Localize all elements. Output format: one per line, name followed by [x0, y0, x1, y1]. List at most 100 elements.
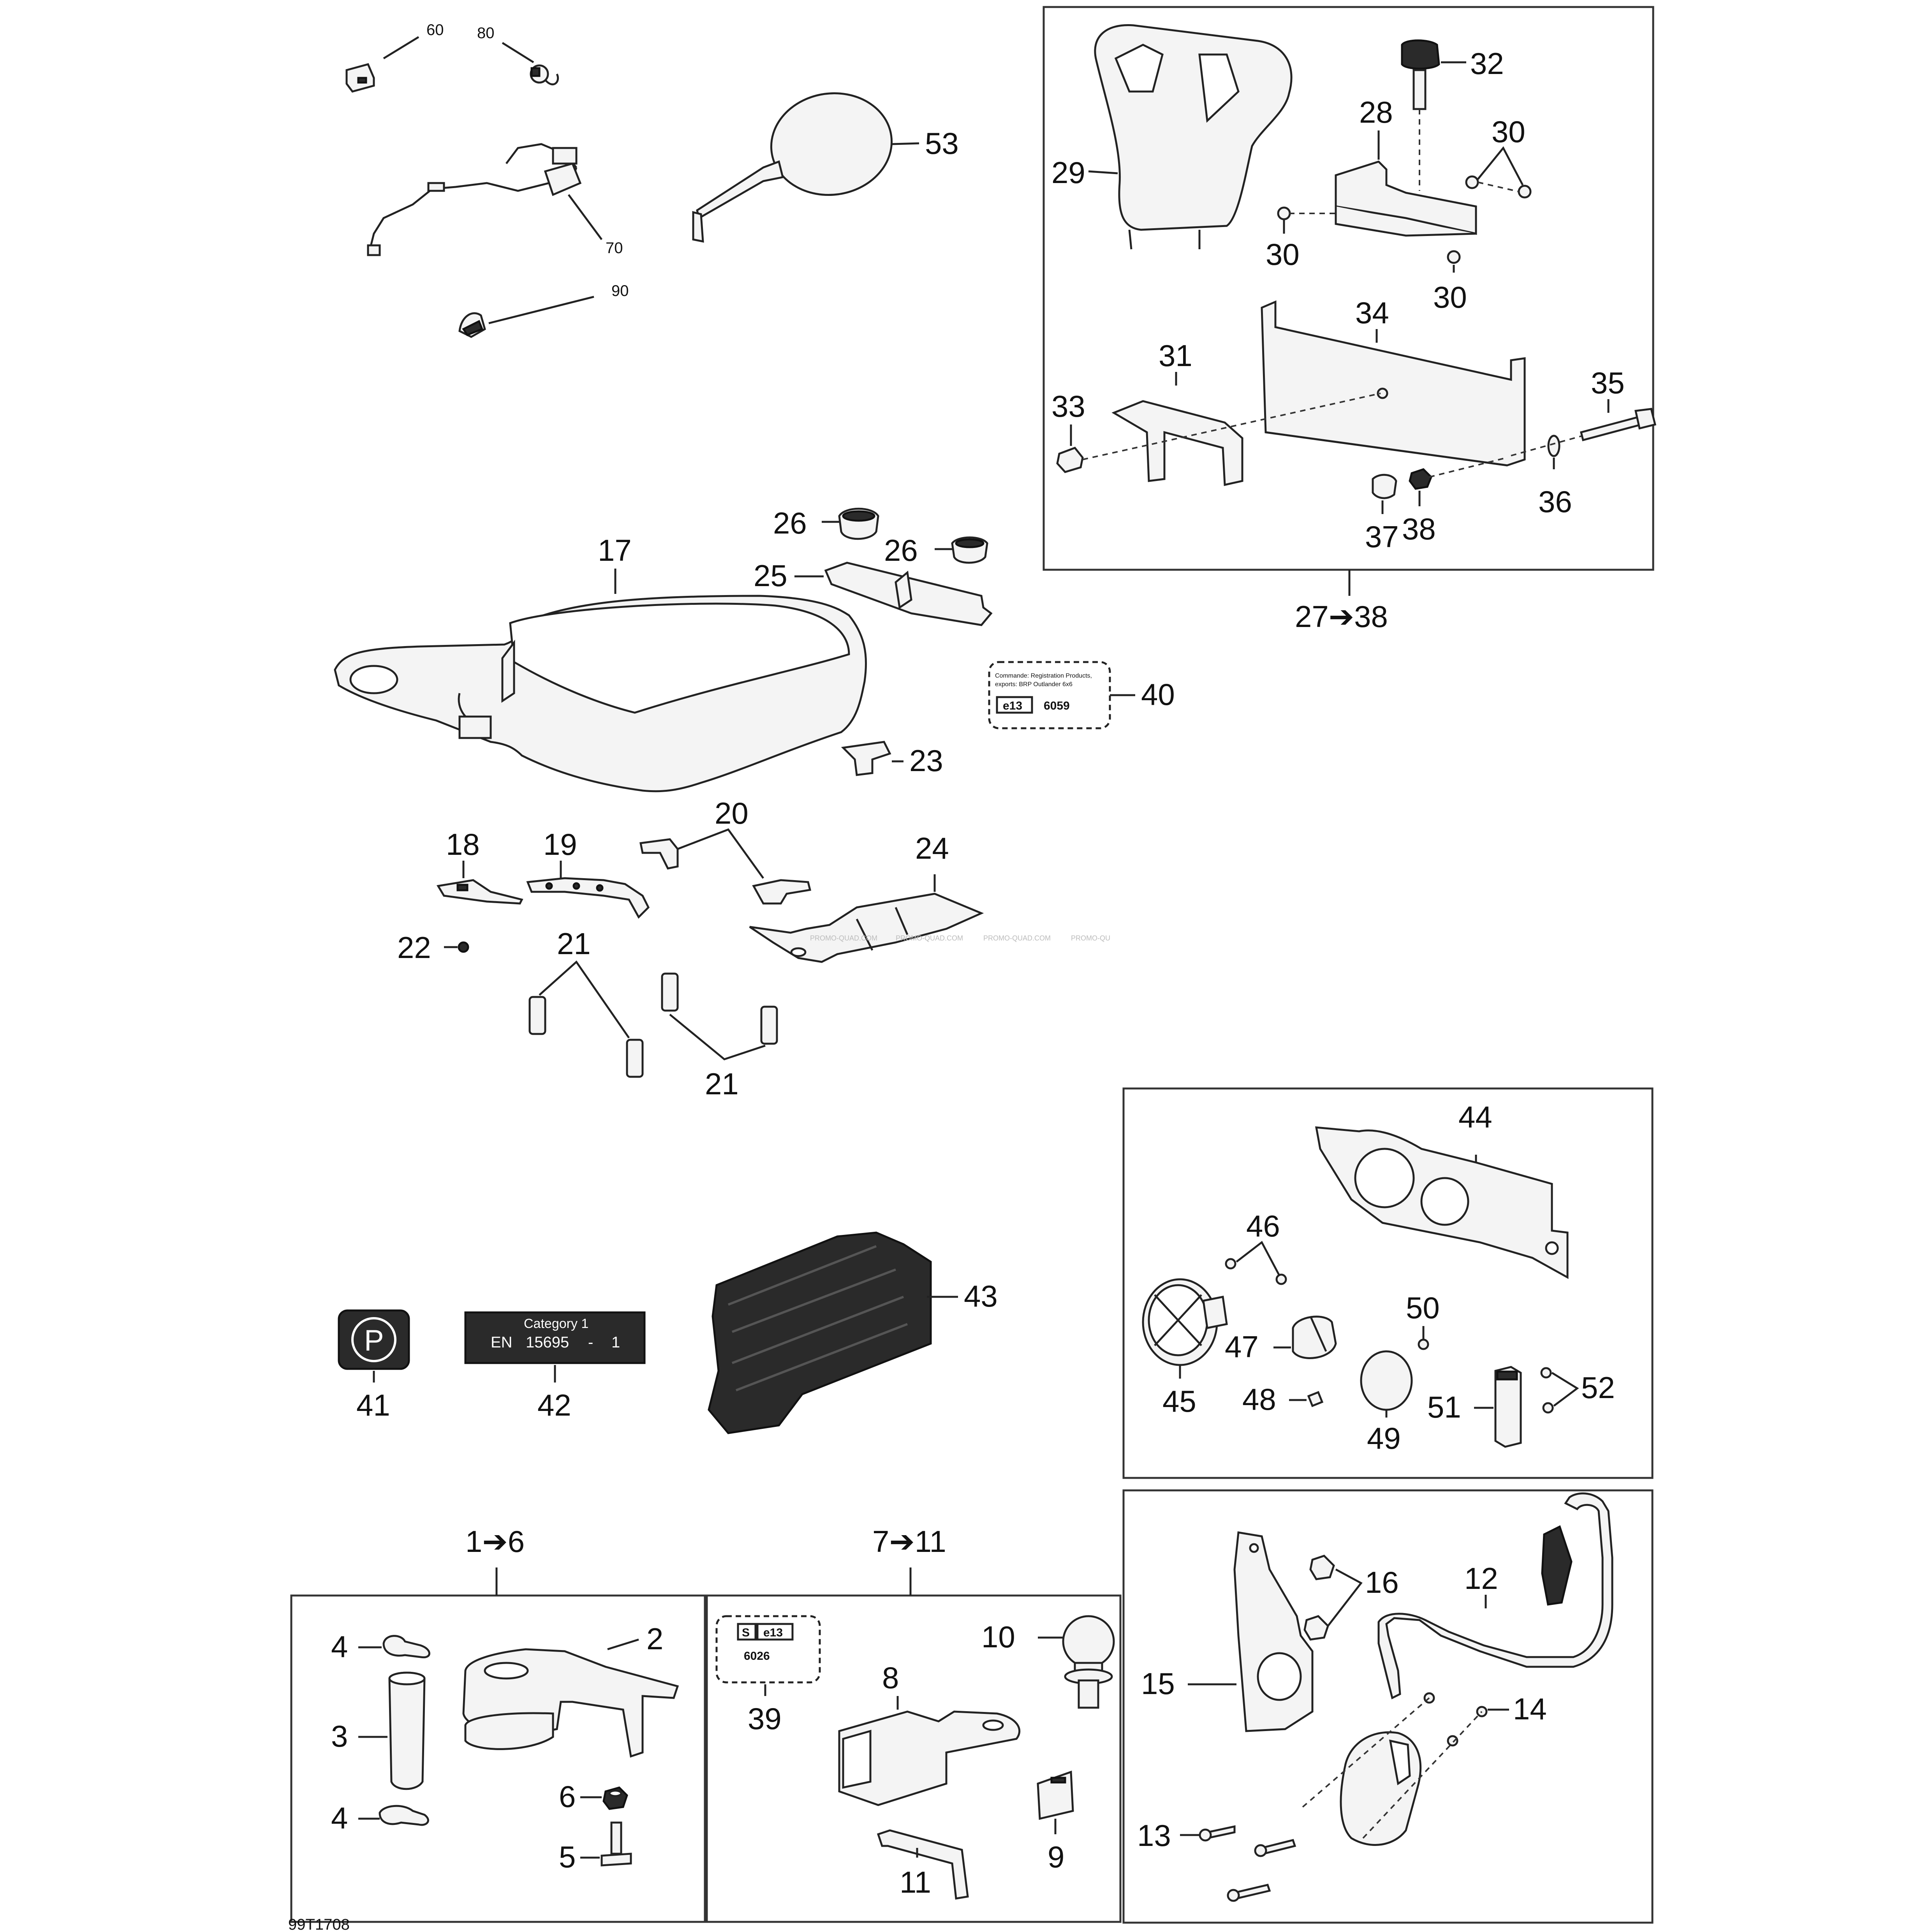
part-14-nuts — [1423, 1692, 1488, 1747]
callout-31: 31 — [1159, 338, 1192, 373]
part-4-clip-upper — [382, 1635, 430, 1659]
callout-32: 32 — [1470, 46, 1504, 81]
watermark-4: PROMO-QU — [1071, 934, 1110, 942]
callout-27-38: 27➔38 — [1295, 599, 1388, 634]
callout-53: 53 — [925, 126, 959, 160]
part-33-bolt — [1056, 447, 1084, 473]
part-20-brackets — [639, 838, 812, 905]
diagram-code: 99T1708 — [288, 1916, 350, 1932]
part-34-mount-plate — [1261, 300, 1526, 467]
callout-47: 47 — [1225, 1330, 1259, 1364]
callout-4-upper: 4 — [331, 1629, 348, 1664]
callout-45: 45 — [1162, 1384, 1196, 1418]
callout-20: 20 — [715, 796, 748, 830]
part-plug-socket — [1340, 1731, 1422, 1846]
part-52-nuts — [1540, 1367, 1554, 1414]
callout-26-right: 26 — [884, 533, 918, 567]
part-23-clip — [841, 741, 891, 776]
callout-50: 50 — [1406, 1291, 1440, 1325]
part-48-screw — [1307, 1391, 1324, 1407]
part-9-tag — [1037, 1770, 1074, 1820]
part-31-bracket — [1111, 400, 1243, 486]
part-16-nuts — [1303, 1555, 1335, 1641]
callout-43: 43 — [964, 1279, 998, 1313]
callout-42: 42 — [537, 1388, 571, 1422]
part-70-harness — [367, 143, 582, 256]
callout-48: 48 — [1242, 1382, 1276, 1416]
callout-70: 70 — [606, 240, 623, 257]
callout-22: 22 — [397, 930, 431, 965]
callout-5: 5 — [559, 1840, 576, 1874]
callout-34: 34 — [1355, 296, 1389, 330]
decal-41-symbol: P — [364, 1324, 384, 1357]
callout-15: 15 — [1141, 1666, 1175, 1701]
callout-4-lower: 4 — [331, 1801, 348, 1835]
lights-kit-frame — [1122, 1087, 1654, 1479]
part-11-pin — [877, 1829, 969, 1900]
callout-25: 25 — [754, 558, 787, 593]
decal-40-mark: e13 — [1003, 699, 1022, 712]
part-30-screws — [1277, 175, 1532, 264]
callout-44: 44 — [1458, 1100, 1492, 1134]
callout-9: 9 — [1048, 1840, 1064, 1874]
callout-13: 13 — [1137, 1818, 1171, 1853]
hitch-kit-1-6-frame — [290, 1594, 706, 1923]
callout-51: 51 — [1427, 1390, 1461, 1424]
part-21-spacers — [528, 972, 778, 1078]
part-37-spacer — [1372, 474, 1397, 499]
callout-24: 24 — [915, 831, 949, 865]
callout-33: 33 — [1051, 389, 1085, 423]
callout-12: 12 — [1464, 1561, 1498, 1596]
callout-21-upper: 21 — [557, 926, 591, 961]
part-42-category-decal: Category 1 EN 15695 - 1 — [464, 1311, 646, 1364]
callout-11: 11 — [900, 1865, 931, 1899]
part-10-ball — [1062, 1615, 1115, 1709]
hitch-kit-7-11-frame — [706, 1594, 1122, 1923]
callout-2: 2 — [646, 1622, 663, 1656]
part-32-knob — [1401, 39, 1440, 110]
decal-40-number: 6059 — [1044, 699, 1070, 712]
part-28-bracket — [1335, 160, 1477, 237]
callout-16: 16 — [1365, 1565, 1399, 1599]
callout-17: 17 — [598, 533, 632, 567]
callout-36: 36 — [1538, 484, 1572, 519]
part-49-lens — [1360, 1350, 1413, 1411]
decal-39-mark: e13 — [763, 1626, 783, 1639]
part-26-grommets — [838, 507, 988, 564]
callout-14: 14 — [1513, 1692, 1547, 1726]
callout-30-right: 30 — [1433, 280, 1467, 314]
part-4-clip-lower — [379, 1805, 429, 1826]
part-50-nut — [1418, 1338, 1429, 1350]
callout-10: 10 — [981, 1620, 1015, 1654]
part-25-rail — [824, 562, 993, 626]
part-38-nut — [1409, 468, 1432, 490]
callout-49: 49 — [1367, 1421, 1401, 1455]
part-80-connector — [530, 64, 559, 86]
part-3-pin — [388, 1671, 426, 1790]
watermark-3: PROMO-QUAD.COM — [983, 934, 1051, 942]
wiring-kit-frame — [1122, 1489, 1654, 1924]
decal-40-line2: exports: BRP Outlander 6x6 — [995, 681, 1073, 688]
callout-37: 37 — [1365, 520, 1399, 554]
decal-42-dash: - — [588, 1334, 593, 1351]
part-35-bolt — [1580, 408, 1657, 442]
part-51-reflector — [1494, 1366, 1522, 1448]
part-24-skid-plate — [749, 893, 984, 963]
part-90-clip — [458, 312, 486, 338]
part-41-parking-decal: P — [338, 1309, 410, 1370]
callout-3: 3 — [331, 1719, 348, 1753]
part-15-socket-bracket — [1233, 1531, 1314, 1732]
callout-35: 35 — [1591, 366, 1625, 400]
part-46-screws — [1225, 1258, 1287, 1285]
callout-7-11: 7➔11 — [872, 1524, 946, 1559]
decal-42-one: 1 — [611, 1334, 620, 1351]
part-40-decal: Commande: Registration Products, exports… — [988, 661, 1111, 729]
callout-90: 90 — [611, 282, 629, 299]
part-8-receiver — [838, 1710, 1021, 1806]
callout-30-top: 30 — [1492, 114, 1525, 149]
part-53-mirror — [692, 92, 893, 243]
callout-38: 38 — [1402, 512, 1436, 546]
callout-39: 39 — [748, 1701, 782, 1736]
part-60-switch — [345, 63, 375, 93]
part-47-lamp — [1292, 1316, 1337, 1359]
